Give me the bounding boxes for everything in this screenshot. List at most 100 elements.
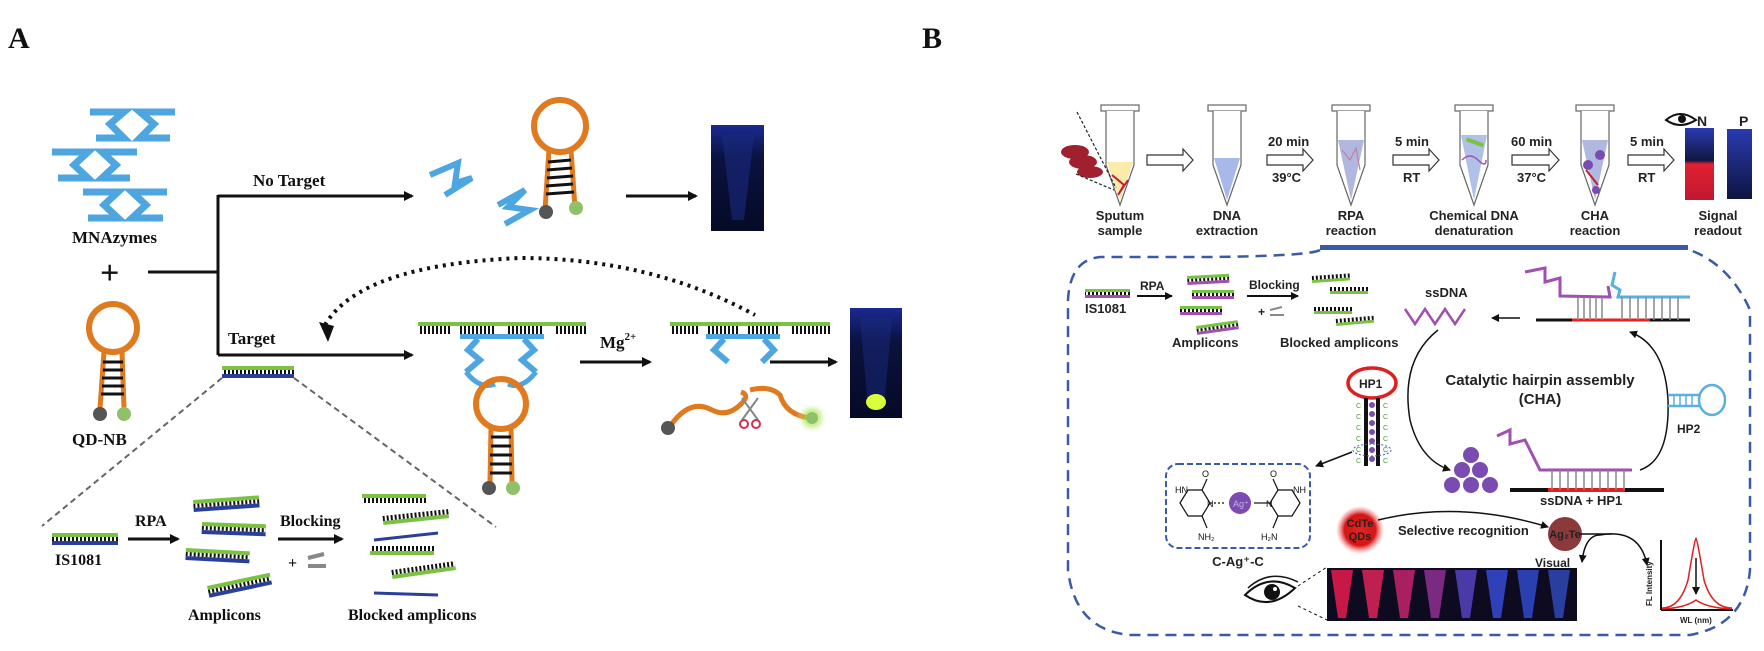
dark-tube-image	[711, 125, 764, 231]
svg-text:O: O	[1202, 469, 1209, 479]
is1081-label: IS1081	[55, 552, 102, 569]
step4-time: 5 min	[1630, 134, 1664, 149]
mnazyme-complex-icon	[418, 322, 586, 495]
inset-frame	[1066, 248, 1752, 637]
tube-dna-icon	[1207, 104, 1247, 207]
tube-positive-image	[1727, 129, 1752, 199]
target-dna-icon	[222, 366, 294, 378]
panel-b-label: B	[922, 22, 942, 55]
svg-text:Signal: Signal	[1698, 208, 1737, 223]
scissors-icon	[739, 397, 761, 429]
mnazymes-label: MNAzymes	[72, 228, 157, 247]
inset-guide-lines	[41, 377, 497, 528]
svg-text:C: C	[1383, 436, 1388, 443]
hp2-displacement-icon	[1524, 266, 1690, 322]
tube-sputum-icon	[1061, 104, 1140, 207]
amplicons-icon	[185, 495, 273, 598]
step2-time: 5 min	[1395, 134, 1429, 149]
b-is1081-icon	[1085, 289, 1130, 298]
b-blocked-amplicons-icon	[1311, 273, 1375, 326]
cha-cycle-left	[1407, 329, 1451, 472]
eye-sightline-bottom	[1297, 605, 1328, 621]
b-blocked-label: Blocked amplicons	[1280, 335, 1398, 350]
svg-text:H₂N: H₂N	[1261, 532, 1278, 542]
svg-text:C: C	[1356, 425, 1361, 432]
branch-arrows	[148, 191, 414, 360]
svg-text:C: C	[1356, 436, 1361, 443]
eye-sightline-top	[1297, 566, 1328, 587]
workflow-tubes	[1061, 104, 1615, 207]
blocking-plus: +	[288, 555, 297, 572]
svg-text:C: C	[1383, 447, 1388, 454]
cdte-qds-icon	[1336, 506, 1384, 554]
cha-title: Catalytic hairpin assembly	[1445, 372, 1635, 389]
qd-nb-probe-icon	[86, 301, 140, 421]
svg-text:denaturation: denaturation	[1435, 223, 1514, 238]
workflow-arrows	[1146, 147, 1675, 173]
recycle-arrowhead	[319, 322, 334, 342]
eye-icon	[1243, 575, 1299, 603]
svg-text:CHA: CHA	[1581, 208, 1610, 223]
target-label: Target	[228, 329, 276, 348]
complex-box	[1165, 463, 1311, 549]
fl-peak-low	[1661, 599, 1733, 610]
svg-text:N: N	[1207, 499, 1214, 509]
cdte-label-2: QDs	[1349, 531, 1372, 543]
tube-negative-image	[1685, 128, 1714, 200]
visual-label: Visual	[1535, 556, 1570, 570]
blocking-label: Blocking	[280, 513, 340, 530]
amplicons-label: Amplicons	[188, 607, 261, 624]
complex-label: C-Ag⁺-C	[1212, 554, 1264, 569]
svg-text:C: C	[1383, 403, 1388, 410]
b-blocker-icon	[1269, 306, 1284, 316]
no-target-label: No Target	[253, 171, 326, 190]
closed-hairpin-icon	[531, 97, 589, 219]
svg-text:reaction: reaction	[1326, 223, 1377, 238]
blocked-amplicons-label: Blocked amplicons	[348, 607, 476, 624]
is1081-icon	[52, 533, 118, 545]
svg-text:C: C	[1383, 458, 1388, 465]
hp2-label: HP2	[1677, 422, 1701, 436]
svg-text:C: C	[1356, 403, 1361, 410]
step2-cond: RT	[1403, 170, 1420, 185]
b-rpa-label: RPA	[1140, 279, 1165, 293]
svg-text:C: C	[1383, 414, 1388, 421]
svg-text:RPA: RPA	[1338, 208, 1365, 223]
mnazymes-icon	[52, 108, 175, 222]
visual-arrow	[1578, 534, 1601, 563]
step4-cond: RT	[1638, 170, 1655, 185]
rpa-label: RPA	[135, 513, 167, 530]
ssdna-icon	[1403, 306, 1467, 327]
svg-text:Ag⁺: Ag⁺	[1233, 499, 1249, 509]
svg-text:C: C	[1383, 425, 1388, 432]
fl-spectrum-plot	[1660, 537, 1733, 611]
fl-arrow	[1599, 533, 1650, 566]
cha-cycle-right	[1629, 330, 1669, 471]
recognition-arrow	[1377, 510, 1549, 529]
svg-text:extraction: extraction	[1196, 223, 1258, 238]
cleaved-probe-icon	[661, 322, 830, 435]
b-blocking-label: Blocking	[1249, 278, 1300, 292]
svg-text:C: C	[1356, 414, 1361, 421]
svg-text:C: C	[1356, 458, 1361, 465]
b-amplicons-label: Amplicons	[1172, 335, 1238, 350]
readout-n-label: N	[1697, 113, 1707, 129]
step1-time: 20 min	[1268, 134, 1309, 149]
workflow-labels: Sputum sample DNA extraction RPA reactio…	[1096, 208, 1743, 238]
tube-denaturation-icon	[1454, 104, 1494, 207]
panel-a-label: A	[8, 22, 30, 55]
b-amplicons-icon	[1180, 273, 1239, 335]
svg-text:Chemical DNA: Chemical DNA	[1429, 208, 1519, 223]
svg-text:NH: NH	[1293, 485, 1306, 495]
svg-text:C: C	[1356, 447, 1361, 454]
svg-text:O: O	[1270, 469, 1277, 479]
complex-atoms: Ag⁺ O O HN NH N N NH₂ H₂N	[1175, 469, 1306, 542]
svg-text:DNA: DNA	[1213, 208, 1242, 223]
hp1-label: HP1	[1359, 377, 1383, 391]
fl-peak-high	[1661, 537, 1733, 609]
fl-ylabel: FL Intensity	[1645, 561, 1654, 606]
fl-xlabel: WL (nm)	[1680, 616, 1712, 625]
